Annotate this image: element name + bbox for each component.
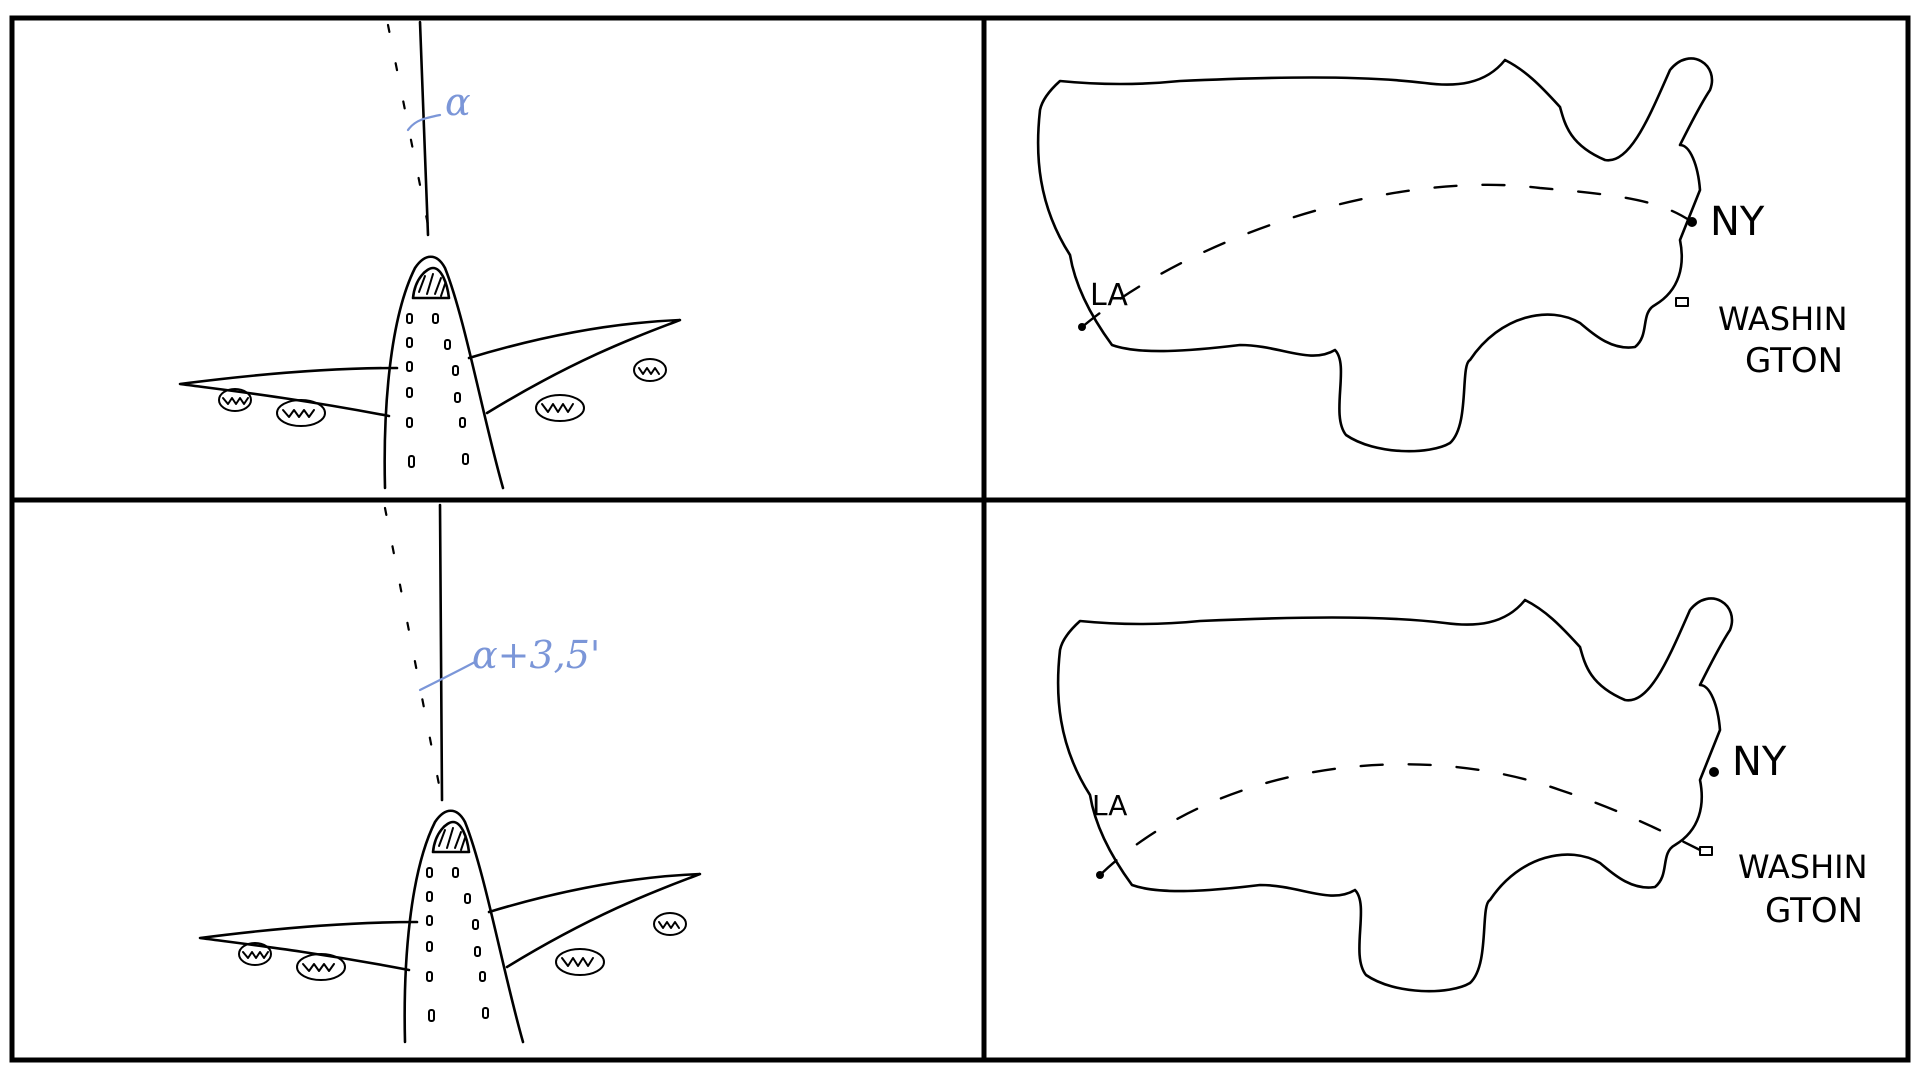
angle-label: α+3,5' (472, 633, 600, 677)
label-ny: NY (1710, 199, 1765, 245)
course-dashed-line (383, 506, 444, 802)
label-ny: NY (1732, 739, 1787, 785)
panel-frame-top-right (981, 15, 1911, 503)
panel-plane-bottom: α+3,5' (198, 503, 702, 1044)
usa-map-outline (1056, 597, 1734, 993)
angle-pointer (406, 113, 442, 132)
label-washington-line1: WASHIN (1738, 848, 1868, 886)
la-dot (1096, 871, 1104, 879)
label-washington-line2: GTON (1745, 341, 1843, 381)
panel-map-bottom: LA NY WASHIN GTON (1056, 597, 1868, 993)
washington-marker (1675, 297, 1689, 307)
washington-marker (1699, 846, 1713, 856)
label-washington-line1: WASHIN (1718, 300, 1848, 338)
flight-route-dashed (1098, 763, 1702, 877)
panel-frame-bottom-right (981, 497, 1911, 1063)
panel-frames (9, 15, 1911, 1063)
ny-dot (1709, 767, 1719, 777)
heading-line (438, 503, 444, 802)
label-la: LA (1092, 789, 1127, 822)
airplane-icon (178, 255, 682, 490)
label-la: LA (1090, 278, 1128, 313)
panel-frame-top-left (9, 15, 987, 503)
label-washington-line2: GTON (1765, 891, 1863, 931)
flight-route-dashed (1080, 183, 1694, 329)
la-dot (1078, 323, 1086, 331)
angle-label: α (445, 80, 471, 124)
heading-line (418, 20, 430, 237)
panel-frame-bottom-left (9, 497, 987, 1063)
panel-map-top: LA NY WASHIN GTON (1036, 57, 1848, 453)
panel-plane-top: α (178, 20, 682, 490)
ny-dot (1687, 217, 1697, 227)
airplane-icon (198, 809, 702, 1044)
usa-map-outline (1036, 57, 1714, 453)
angle-pointer (418, 660, 477, 692)
